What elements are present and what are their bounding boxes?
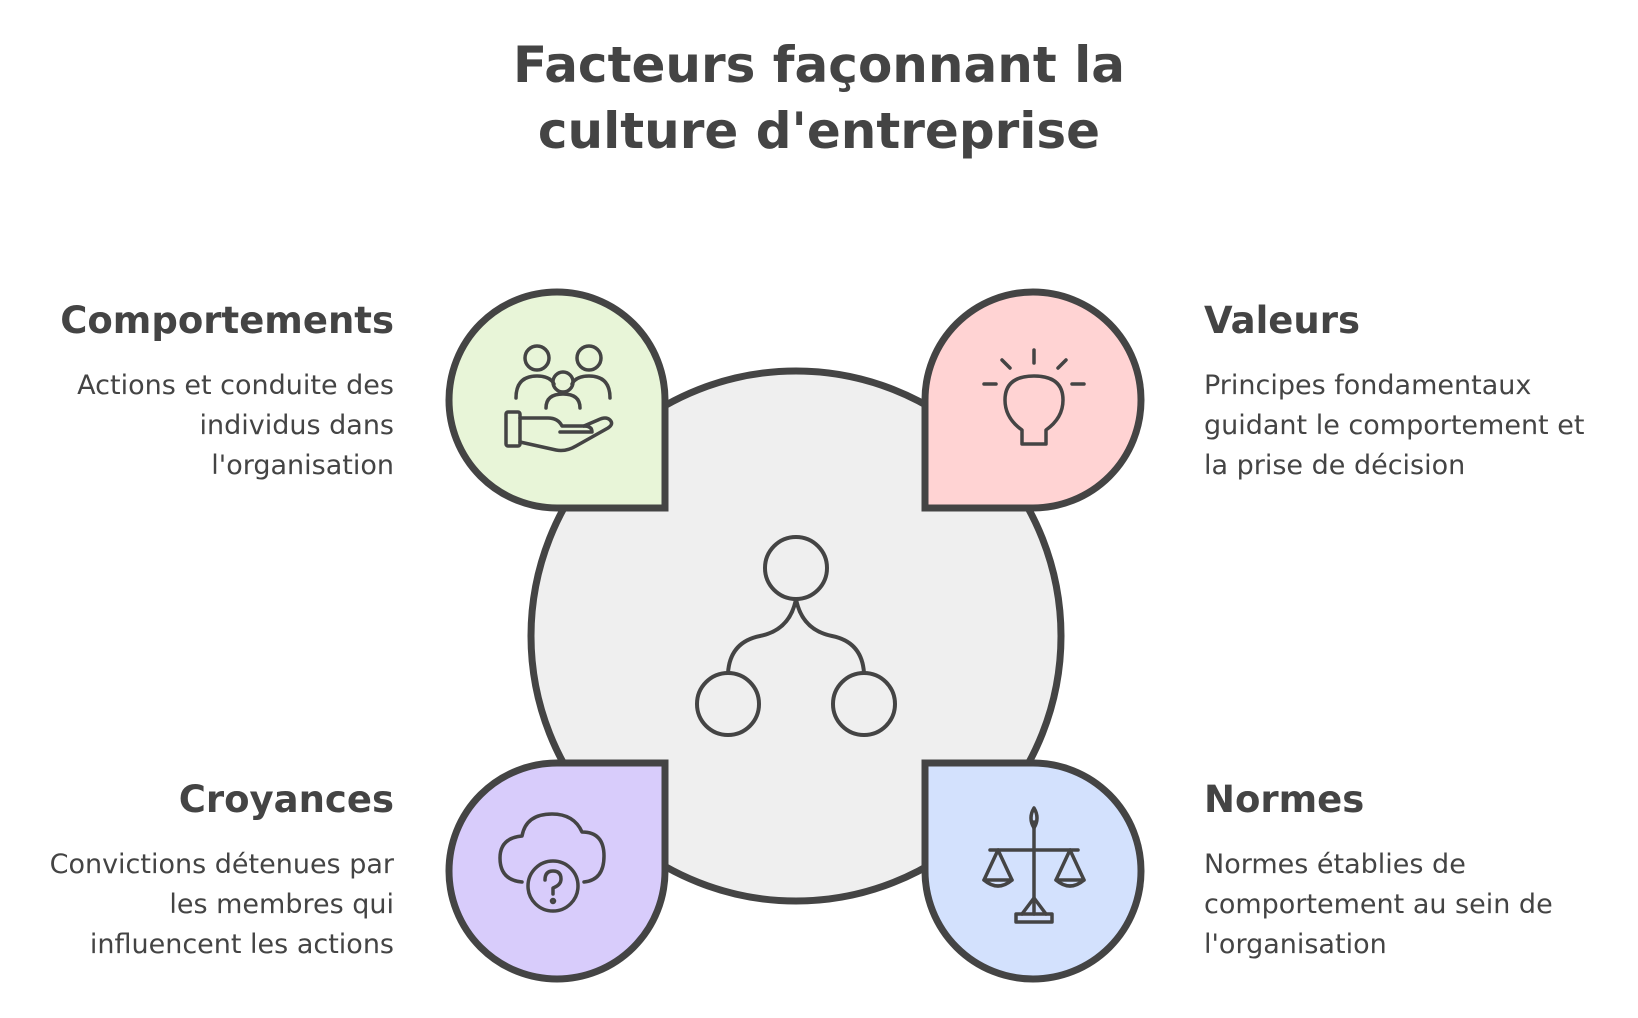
factor-heading: Comportements	[60, 299, 394, 342]
comportements-bubble	[445, 288, 669, 512]
title-line-2: culture d'entreprise	[537, 102, 1101, 160]
page-title: Facteurs façonnant la culture d'entrepri…	[0, 32, 1638, 164]
factor-heading: Valeurs	[1204, 299, 1360, 342]
factor-valeurs: Valeurs Principes fondamentaux guidant l…	[1204, 298, 1614, 486]
lightbulb-icon	[982, 348, 1086, 446]
hierarchy-icon	[695, 535, 897, 737]
factor-description: Actions et conduite des individus dans l…	[77, 370, 394, 481]
balance-scale-icon	[982, 806, 1086, 924]
factor-comportements: Comportements Actions et conduite des in…	[14, 298, 394, 486]
title-line-1: Facteurs façonnant la	[512, 36, 1126, 94]
cloud-question-icon	[498, 812, 606, 913]
factor-normes: Normes Normes établies de comportement a…	[1204, 777, 1614, 965]
factor-croyances: Croyances Convictions détenues par les m…	[14, 777, 394, 965]
factor-description: Principes fondamentaux guidant le compor…	[1204, 370, 1585, 481]
factor-heading: Croyances	[178, 778, 394, 821]
factor-description: Normes établies de comportement au sein …	[1204, 849, 1553, 960]
factor-description: Convictions détenues par les membres qui…	[49, 849, 394, 960]
people-in-hand-icon	[504, 344, 614, 453]
valeurs-bubble	[921, 288, 1145, 512]
factor-heading: Normes	[1204, 778, 1365, 821]
